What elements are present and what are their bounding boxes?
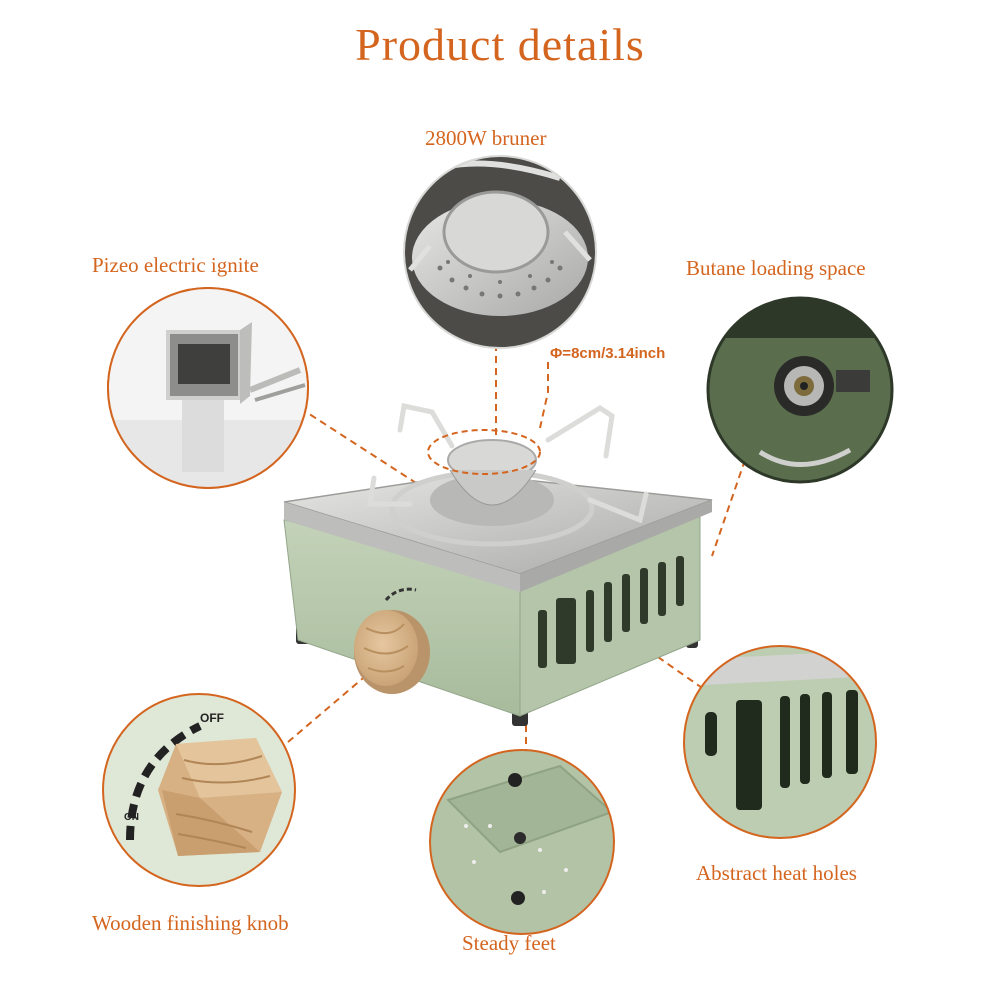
leader-ignite <box>299 407 431 493</box>
feet-detail-image <box>429 749 615 935</box>
burner-detail-image <box>403 155 597 349</box>
label-dimension: Φ=8cm/3.14inch <box>550 345 666 362</box>
ignite-detail-image <box>107 287 309 489</box>
stove-main-image <box>283 403 713 726</box>
knob-detail-image: OFF ON <box>102 693 296 887</box>
label-burner: 2800W bruner <box>425 126 547 150</box>
label-heat-holes: Abstract heat holes <box>696 861 857 885</box>
leader-butane <box>711 459 746 557</box>
page-title: Product details <box>355 19 645 70</box>
butane-detail-image <box>706 296 894 484</box>
heat-holes-detail-image <box>683 645 877 839</box>
label-feet: Steady feet <box>462 931 556 955</box>
label-ignite: Pizeo electric ignite <box>92 253 259 277</box>
knob-on-mark: ON <box>124 812 139 823</box>
label-knob: Wooden finishing knob <box>92 911 289 935</box>
dimension-marker <box>427 429 541 475</box>
knob-off-mark: OFF <box>200 711 224 725</box>
leader-dimension <box>539 362 549 429</box>
label-butane: Butane loading space <box>686 256 866 280</box>
